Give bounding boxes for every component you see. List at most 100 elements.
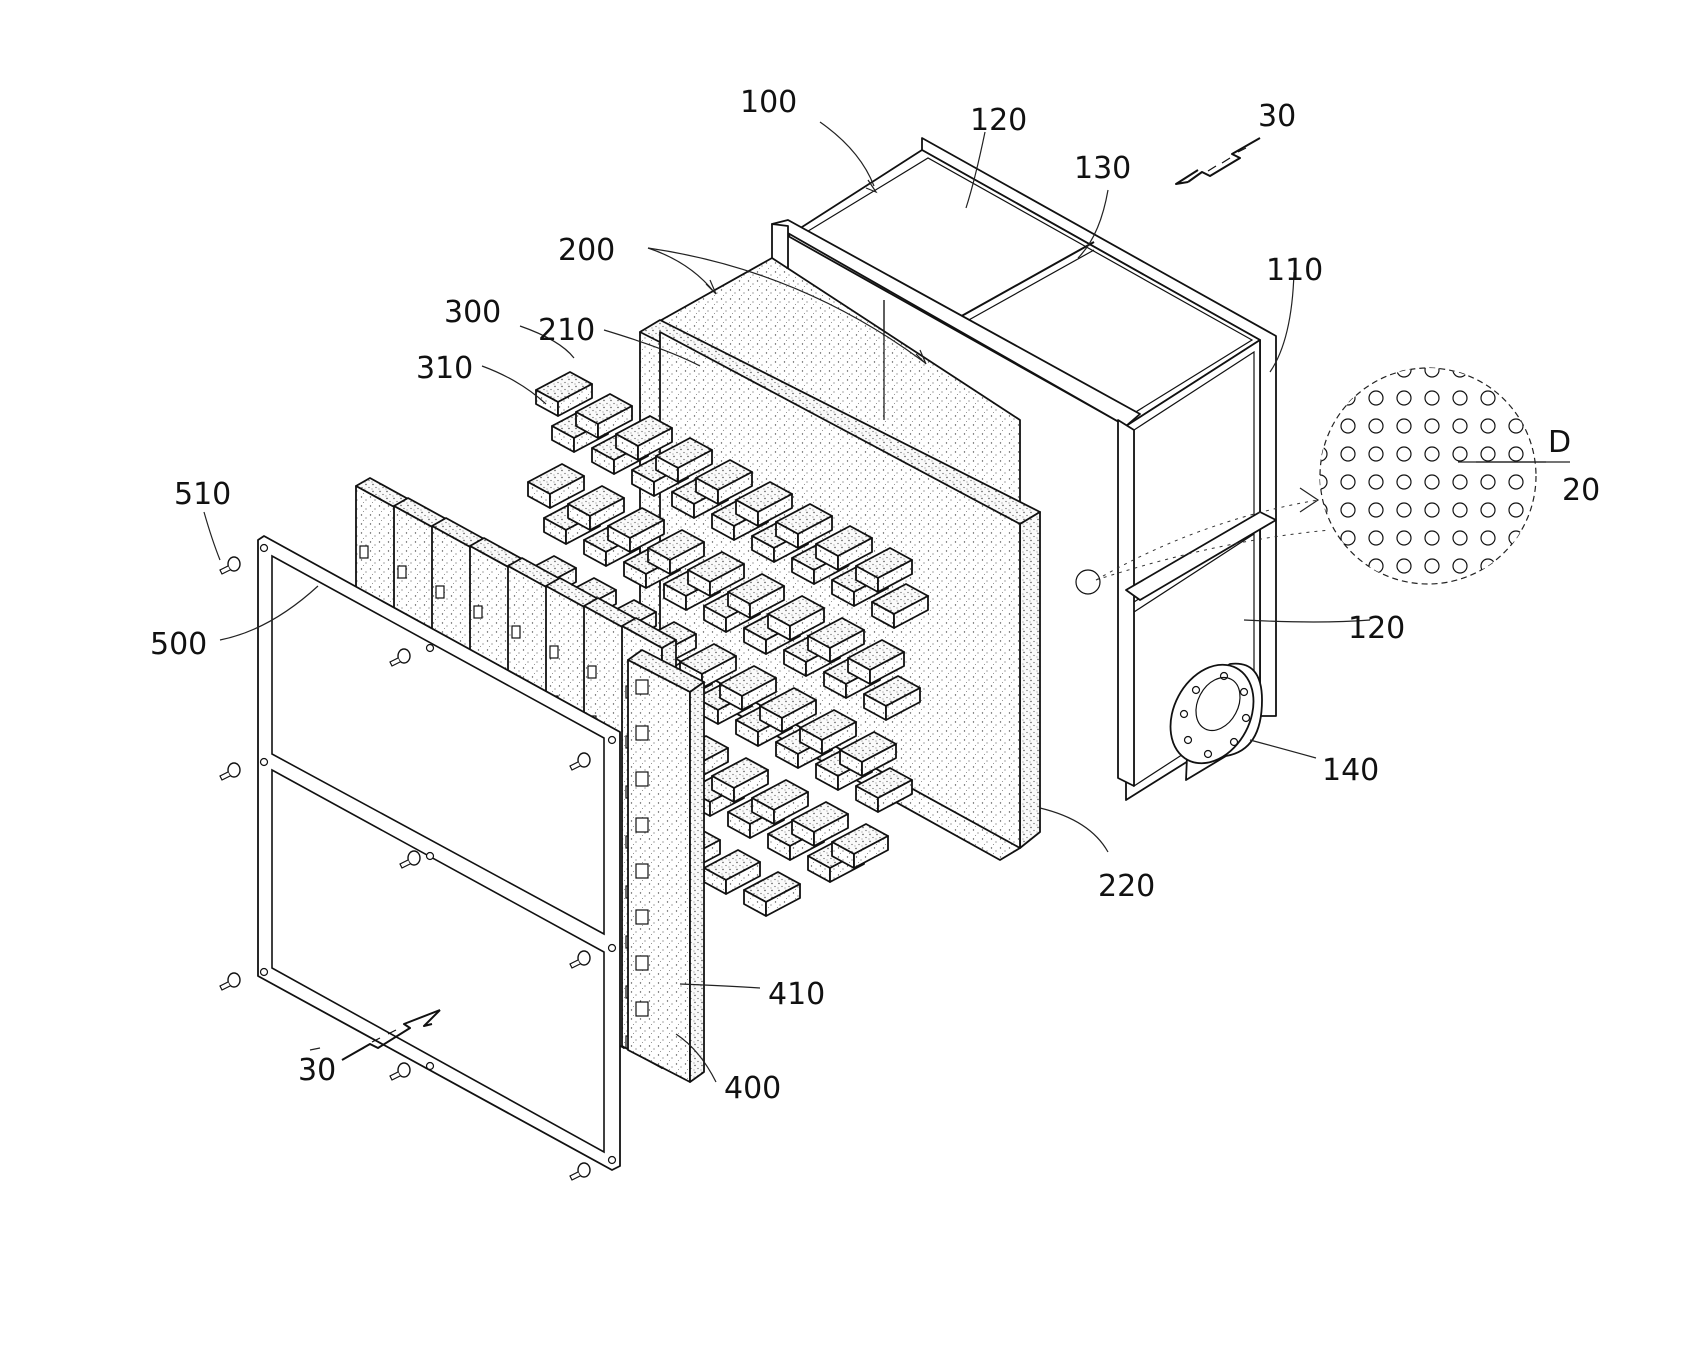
hole	[1341, 587, 1355, 601]
frame-hole	[427, 1063, 434, 1070]
hole	[1453, 475, 1467, 489]
hole	[1453, 391, 1467, 405]
hole	[1425, 419, 1439, 433]
label-30-top: 30	[1258, 99, 1296, 134]
label-120-top: 120	[970, 103, 1027, 138]
hole	[1397, 587, 1411, 601]
hole	[1481, 447, 1495, 461]
label-120-right: 120	[1348, 611, 1405, 646]
frame-hole	[427, 853, 434, 860]
hole	[1313, 559, 1327, 573]
hole	[1341, 531, 1355, 545]
plate-400-side	[690, 682, 704, 1082]
hole	[1509, 503, 1523, 517]
hole	[1341, 419, 1355, 433]
hole	[1425, 447, 1439, 461]
screw-shank	[220, 566, 230, 574]
slot-410	[636, 726, 648, 740]
frame-hole	[427, 645, 434, 652]
screw	[390, 1063, 410, 1080]
label-210: 210	[538, 313, 595, 348]
plate-slot	[474, 606, 482, 618]
hole	[1397, 363, 1411, 377]
hole	[1509, 447, 1523, 461]
hole	[1313, 391, 1327, 405]
hole	[1369, 391, 1383, 405]
hole	[1509, 391, 1523, 405]
hole	[1369, 447, 1383, 461]
label-100: 100	[740, 85, 797, 120]
hole	[1509, 559, 1523, 573]
hole	[1369, 475, 1383, 489]
plate-slot	[550, 646, 558, 658]
label-20: 20	[1562, 473, 1600, 508]
hole	[1481, 503, 1495, 517]
hole	[1509, 363, 1523, 377]
hole	[1397, 391, 1411, 405]
hole	[1425, 391, 1439, 405]
plate-slot	[360, 546, 368, 558]
hole	[1425, 363, 1439, 377]
hole	[1369, 587, 1383, 601]
frame-hole	[609, 737, 616, 744]
hole	[1481, 391, 1495, 405]
screw-head	[228, 763, 240, 777]
label-400: 400	[724, 1071, 781, 1106]
hole	[1341, 363, 1355, 377]
hole	[1313, 531, 1327, 545]
label-110: 110	[1266, 253, 1323, 288]
hole	[1509, 475, 1523, 489]
slot-410	[636, 864, 648, 878]
slot-410	[636, 680, 648, 694]
screw-head	[408, 851, 420, 865]
hole	[1453, 419, 1467, 433]
hole	[1453, 447, 1467, 461]
screw-shank	[570, 1172, 580, 1180]
screw-head	[398, 1063, 410, 1077]
hole	[1453, 503, 1467, 517]
hole	[1509, 587, 1523, 601]
screw	[220, 763, 240, 780]
screw-head	[578, 753, 590, 767]
screw-head	[228, 973, 240, 987]
hole	[1453, 531, 1467, 545]
screw	[220, 557, 240, 574]
hole	[1509, 419, 1523, 433]
hole	[1397, 503, 1411, 517]
slot-410	[636, 956, 648, 970]
hole	[1313, 587, 1327, 601]
screw	[220, 973, 240, 990]
hole	[1397, 531, 1411, 545]
hole	[1537, 559, 1551, 573]
hole	[1425, 587, 1439, 601]
screw-head	[398, 649, 410, 663]
label-130: 130	[1074, 151, 1131, 186]
label-500: 500	[150, 627, 207, 662]
hole	[1481, 587, 1495, 601]
flow-arrow-top	[1176, 138, 1260, 184]
label-D: D	[1548, 425, 1571, 460]
hole	[1313, 447, 1327, 461]
hole	[1481, 475, 1495, 489]
hole	[1369, 503, 1383, 517]
plate-slot	[512, 626, 520, 638]
hole	[1425, 531, 1439, 545]
slot-410	[636, 772, 648, 786]
hole	[1369, 419, 1383, 433]
hole	[1537, 391, 1551, 405]
hole	[1537, 363, 1551, 377]
hole	[1313, 419, 1327, 433]
label-410: 410	[768, 977, 825, 1012]
hole	[1425, 559, 1439, 573]
hole	[1369, 531, 1383, 545]
hole	[1397, 419, 1411, 433]
slot-410	[636, 818, 648, 832]
hole	[1453, 363, 1467, 377]
label-30-bottom: 30	[298, 1053, 336, 1088]
plate-slot	[588, 666, 596, 678]
hole	[1397, 559, 1411, 573]
hole	[1453, 559, 1467, 573]
hole	[1369, 363, 1383, 377]
